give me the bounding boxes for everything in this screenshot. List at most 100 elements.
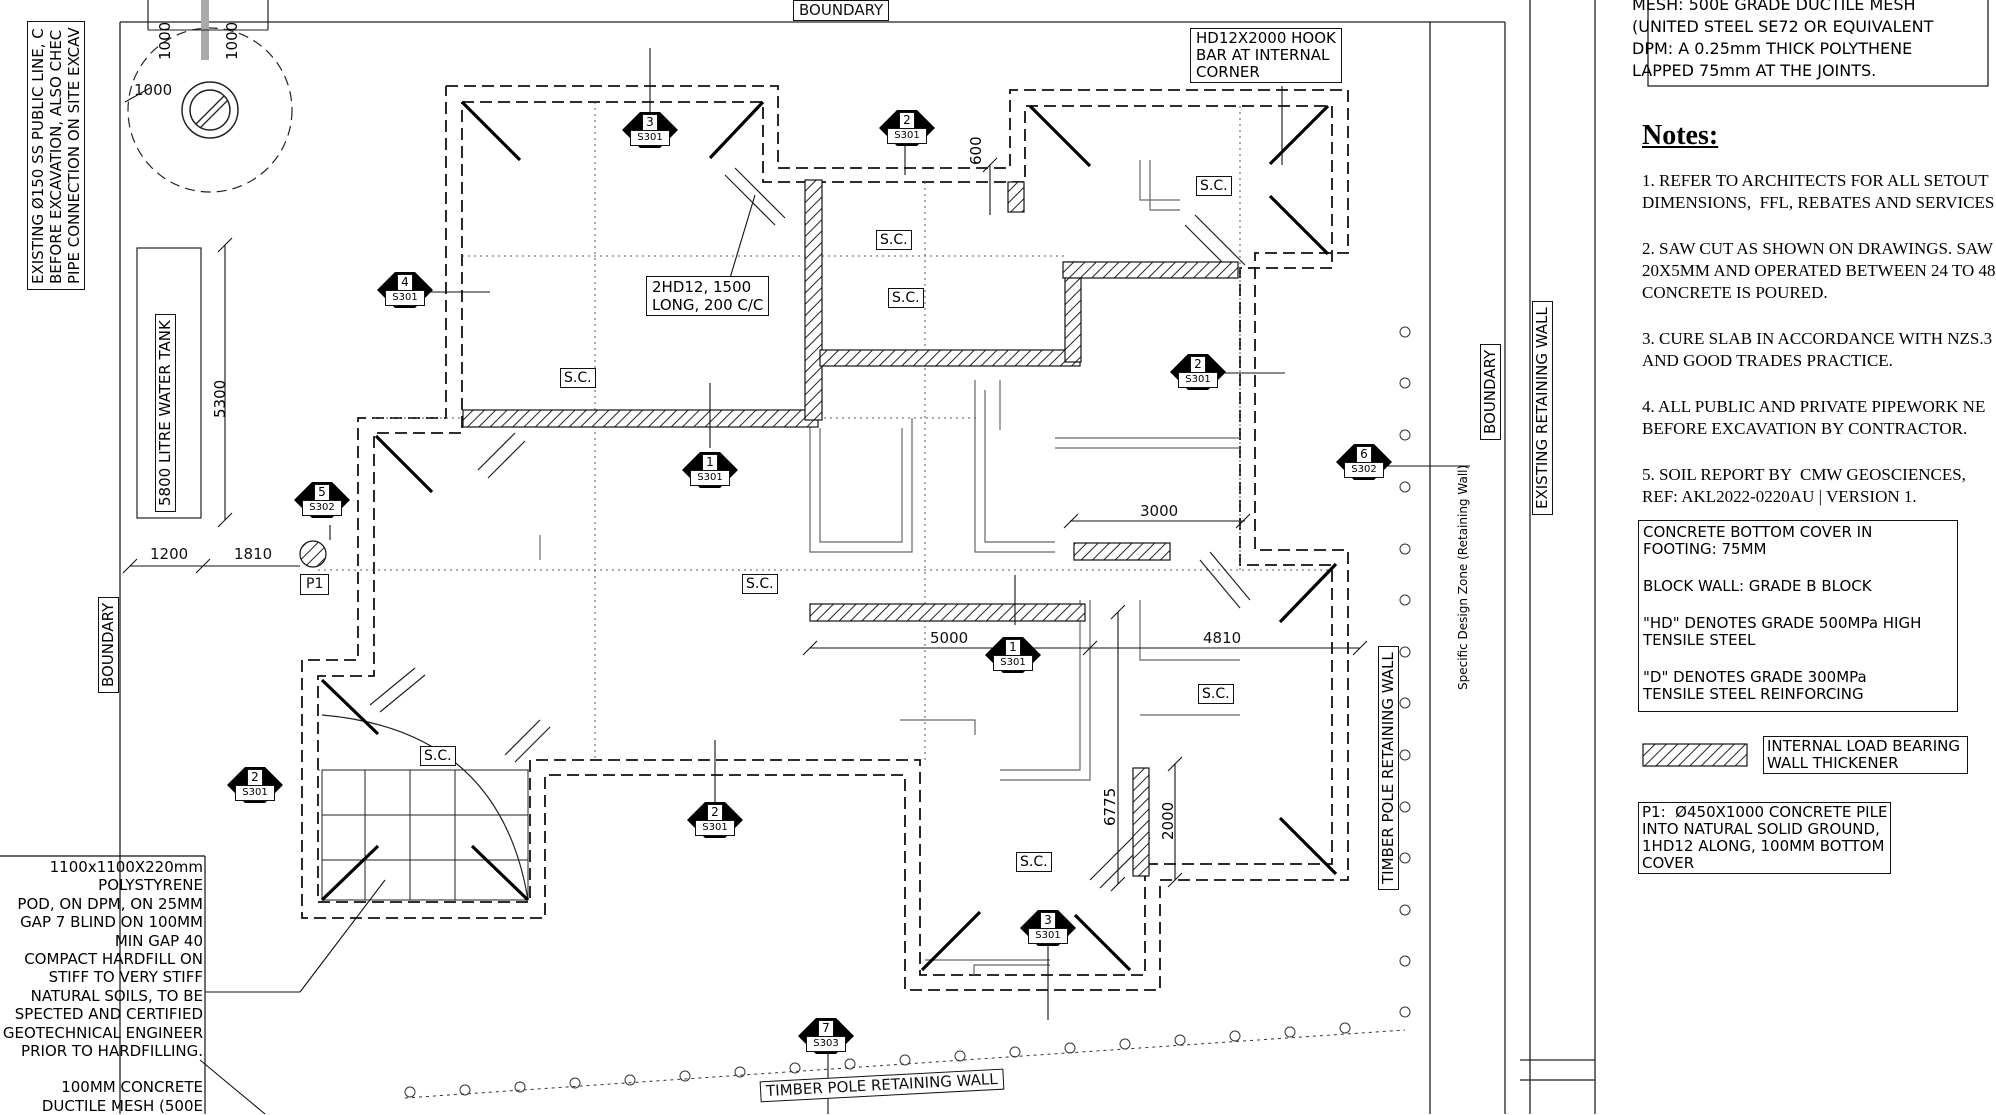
section-sheet-ref: S301 (993, 655, 1033, 671)
dim-1000-a: 1000 (156, 21, 174, 60)
boundary-label-top: BOUNDARY (793, 0, 890, 21)
section-sheet-ref: S301 (695, 820, 735, 836)
water-tank-outline (136, 247, 202, 519)
legend-hatch-swatch (1642, 743, 1748, 767)
site-boundary (119, 0, 1596, 1114)
pile-specification-note: P1: Ø450X1000 CONCRETE PILE INTO NATURAL… (1638, 802, 1892, 874)
wall-thickeners (462, 179, 1748, 877)
section-number: 7 (818, 1020, 834, 1037)
trimmer-note-line: LONG, 200 C/C (652, 296, 764, 314)
pile-tag: P1 (300, 574, 330, 595)
timber-poles-right (1399, 326, 1411, 1018)
saw-cut-label: S.C. (1196, 176, 1232, 196)
mesh-spec-line: (UNITED STEEL SE72 OR EQUIVALENT (1632, 17, 1934, 36)
section-sheet-ref: S301 (690, 470, 730, 486)
dim-600: 600 (967, 136, 985, 165)
section-number: 3 (1040, 912, 1056, 929)
leader-lines (199, 48, 1470, 1115)
internal-walls (539, 160, 1240, 975)
section-number: 2 (247, 769, 263, 786)
pod-note-line: NATURAL SOILS, TO BE (30, 986, 203, 1005)
section-sheet-ref: S302 (302, 500, 342, 516)
section-number: 4 (397, 274, 413, 291)
dim-1000-c: 1000 (134, 81, 173, 99)
timber-poles-bottom (404, 1022, 1351, 1098)
pod-note-line: COMPACT HARDFILL ON (24, 950, 203, 969)
pod-note-line: DUCTILE MESH (500E (41, 1096, 203, 1115)
pod-note-line: STIFF TO VERY STIFF (48, 968, 203, 987)
saw-cut-label: S.C. (888, 288, 924, 308)
grid-lines (318, 102, 1332, 771)
note-item: 2. SAW CUT AS SHOWN ON DRAWINGS. SAW 20X… (1642, 239, 1996, 302)
top-spec-frame (1647, 0, 1989, 87)
spec-line: CONCRETE BOTTOM COVER IN FOOTING: 75MM (1643, 523, 1873, 558)
dim-5000: 5000 (930, 629, 969, 647)
specific-design-zone-label: Specific Design Zone (Retaining Wall) (1456, 464, 1470, 690)
pod-note-line: SPECTED AND CERTIFIED (14, 1005, 203, 1024)
perimeter-footing (301, 85, 1349, 991)
section-number: 2 (1190, 356, 1206, 373)
section-number: 5 (314, 484, 330, 501)
dim-1810: 1810 (234, 545, 273, 563)
hook-bar-note-line: BAR AT INTERNAL (1196, 46, 1330, 64)
pod-note-line (0, 1060, 203, 1078)
notes-list: 1. REFER TO ARCHITECTS FOR ALL SETOUT DI… (1642, 170, 1996, 508)
saw-cut-label: S.C. (420, 746, 456, 766)
section-sheet-ref: S301 (385, 290, 425, 306)
saw-cut-label: S.C. (1198, 684, 1234, 704)
dim-1000-b: 1000 (223, 21, 241, 60)
boundary-label-right: BOUNDARY (1480, 343, 1501, 440)
saw-cut-label: S.C. (1016, 852, 1052, 872)
pod-note-line: PRIOR TO HARDFILLING. (21, 1042, 203, 1061)
pile-p1 (299, 540, 327, 568)
saw-cut-label: S.C. (742, 574, 778, 594)
section-number: 1 (702, 454, 718, 471)
note-item: 5. SOIL REPORT BY CMW GEOSCIENCES, REF: … (1642, 465, 1966, 506)
dim-4810: 4810 (1203, 629, 1242, 647)
section-number: 3 (642, 114, 658, 131)
manhole-icon (127, 0, 293, 193)
note-item: 3. CURE SLAB IN ACCORDANCE WITH NZS.3 AN… (1642, 329, 1993, 370)
section-sheet-ref: S302 (1344, 462, 1384, 478)
dim-6775: 6775 (1101, 787, 1119, 826)
water-tank-label: 5800 LITRE WATER TANK (155, 314, 176, 512)
dimension-lines (122, 87, 1368, 892)
hook-bar-note-line: CORNER (1196, 63, 1260, 81)
saw-cut-label: S.C. (876, 230, 912, 250)
section-number: 2 (707, 804, 723, 821)
section-number: 2 (899, 112, 915, 129)
spec-line: "D" DENOTES GRADE 300MPa TENSILE STEEL R… (1643, 668, 1867, 703)
mesh-spec-line: MESH: 500E GRADE DUCTILE MESH (1632, 0, 1916, 14)
public-line-note-line: BEFORE EXCAVATION, ALSO CHEC (47, 29, 65, 284)
spec-line: BLOCK WALL: GRADE B BLOCK (1643, 577, 1872, 595)
public-line-note: EXISTING Ø150 SS PUBLIC LINE, C BEFORE E… (27, 21, 85, 290)
trimmer-note-line: 2HD12, 1500 (652, 278, 752, 296)
pod-note-line: MIN GAP 40 (114, 931, 203, 950)
dim-2000: 2000 (1159, 801, 1177, 840)
notes-title: Notes: (1642, 120, 1719, 151)
boundary-label-left: BOUNDARY (98, 596, 119, 693)
note-item: 4. ALL PUBLIC AND PRIVATE PIPEWORK NE BE… (1642, 397, 1986, 438)
pod-note-line: 1100x1100X220mm (49, 858, 203, 876)
section-sheet-ref: S303 (806, 1036, 846, 1052)
material-spec-box: CONCRETE BOTTOM COVER IN FOOTING: 75MM B… (1638, 520, 1958, 712)
note-item: 1. REFER TO ARCHITECTS FOR ALL SETOUT DI… (1642, 171, 1995, 212)
pod-note-line: POD, ON DPM, ON 25MM (17, 894, 203, 913)
saw-cut-label: S.C. (560, 368, 596, 388)
mesh-spec-line: LAPPED 75mm AT THE JOINTS. (1632, 61, 1877, 80)
pod-note-line: 100MM CONCRETE (61, 1078, 203, 1097)
section-sheet-ref: S301 (1028, 928, 1068, 944)
existing-retaining-wall-label: EXISTING RETAINING WALL (1532, 301, 1553, 515)
dim-5300: 5300 (211, 379, 229, 418)
hook-bar-note-line: HD12X2000 HOOK (1196, 29, 1336, 47)
left-note-frame (0, 855, 206, 1114)
section-number: 1 (1005, 639, 1021, 656)
dim-1200: 1200 (150, 545, 189, 563)
section-sheet-ref: S301 (887, 128, 927, 144)
legend-thickener-label: INTERNAL LOAD BEARING WALL THICKENER (1763, 736, 1968, 774)
section-sheet-ref: S301 (630, 130, 670, 146)
public-line-note-line: EXISTING Ø150 SS PUBLIC LINE, C (29, 28, 47, 284)
section-number: 6 (1356, 446, 1372, 463)
pod-specification-note: 1100x1100X220mm POLYSTYRENE POD, ON DPM,… (0, 858, 203, 1115)
